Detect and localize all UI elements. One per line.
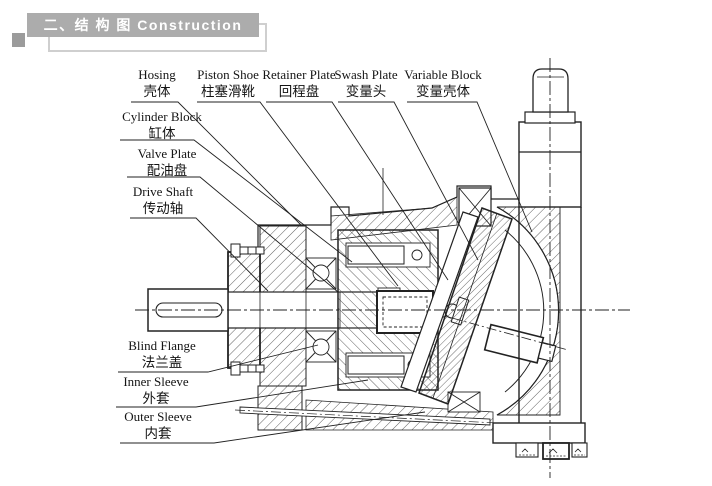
- label-blind-flange-en: Blind Flange: [128, 338, 196, 353]
- label-swash-plate-zh: 变量头: [345, 84, 387, 99]
- label-cylinder-block-en: Cylinder Block: [122, 109, 202, 124]
- base-feet-part: [492, 422, 588, 460]
- label-variable-block-zh: 变量壳体: [416, 84, 470, 99]
- label-retainer-plate: Retainer Plate 回程盘: [262, 66, 335, 100]
- label-variable-block-en: Variable Block: [404, 67, 482, 82]
- label-blind-flange-zh: 法兰盖: [141, 355, 183, 370]
- label-inner-sleeve-en: Inner Sleeve: [123, 374, 189, 389]
- label-drive-shaft-zh: 传动轴: [142, 201, 184, 216]
- banner-corner-chip: [12, 33, 25, 47]
- label-retainer-plate-zh: 回程盘: [278, 84, 320, 99]
- label-swash-plate: Swash Plate 变量头: [334, 66, 397, 100]
- section-title: 二、结 构 图 Construction: [43, 17, 243, 33]
- label-blind-flange: Blind Flange 法兰盖: [128, 337, 196, 371]
- label-cylinder-block-zh: 缸体: [148, 126, 176, 141]
- label-hosing: Hosing 壳体: [138, 66, 176, 100]
- label-hosing-en: Hosing: [138, 67, 176, 82]
- label-piston-shoe-zh: 柱塞滑靴: [200, 84, 255, 99]
- label-hosing-zh: 壳体: [143, 84, 171, 99]
- label-drive-shaft: Drive Shaft 传动轴: [133, 183, 193, 217]
- section-title-banner: 二、结 构 图 Construction: [27, 13, 259, 37]
- pump-cross-section: [116, 58, 630, 478]
- servo-piston-part: [483, 323, 557, 364]
- label-valve-plate-zh: 配油盘: [146, 163, 188, 178]
- swash-plate-part: [418, 207, 513, 405]
- retainer-plate-part: [400, 211, 479, 393]
- label-piston-shoe-en: Piston Shoe: [197, 67, 259, 82]
- label-valve-plate-en: Valve Plate: [137, 146, 197, 161]
- label-outer-sleeve-en: Outer Sleeve: [124, 409, 192, 424]
- label-retainer-plate-en: Retainer Plate: [262, 67, 336, 82]
- label-outer-sleeve-zh: 内套: [144, 426, 172, 441]
- label-outer-sleeve: Outer Sleeve 内套: [124, 408, 192, 442]
- leader-lines: [116, 101, 533, 444]
- label-variable-block: Variable Block 变量壳体: [404, 66, 482, 100]
- label-cylinder-block: Cylinder Block 缸体: [122, 108, 202, 142]
- label-drive-shaft-en: Drive Shaft: [132, 184, 194, 199]
- label-inner-sleeve: Inner Sleeve 外套: [123, 373, 188, 407]
- label-valve-plate: Valve Plate 配油盘: [138, 145, 197, 179]
- label-swash-plate-en: Swash Plate: [334, 67, 398, 82]
- variable-block-part: [496, 206, 561, 416]
- label-inner-sleeve-zh: 外套: [142, 391, 170, 406]
- label-piston-shoe: Piston Shoe 柱塞滑靴: [197, 66, 259, 100]
- centerlines: [135, 58, 630, 478]
